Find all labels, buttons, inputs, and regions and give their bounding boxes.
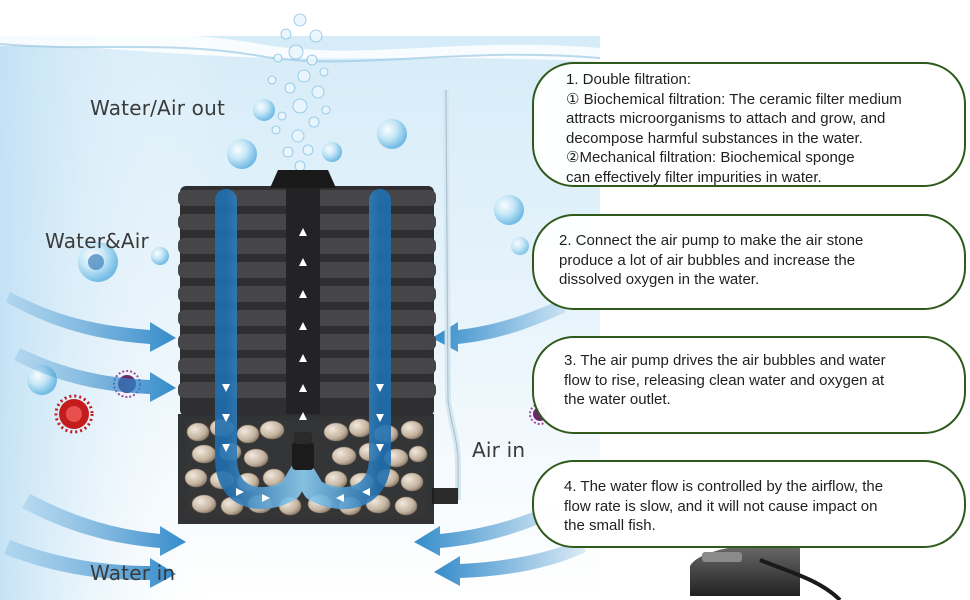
air-pump xyxy=(690,544,842,600)
air-inlet-elbow xyxy=(432,488,458,504)
water-in-label: Water in xyxy=(90,561,176,585)
ceramic-pebbles xyxy=(184,418,428,516)
water-surface xyxy=(0,30,600,62)
callout-air-bubble-flow: 3. The air pump drives the air bubbles a… xyxy=(532,336,966,434)
callout-line: 1. Double filtration: xyxy=(566,71,692,88)
bacteria-icon-red xyxy=(54,394,94,434)
callout-line: decompose harmful substances in the wate… xyxy=(566,129,863,147)
water-and-air-label: Water&Air xyxy=(45,229,149,253)
callout-air-pump-connection: 2. Connect the air pump to make the air … xyxy=(532,214,966,310)
inflow-arrows-left xyxy=(4,292,186,588)
water-air-out-label: Water/Air out xyxy=(90,96,226,120)
inflow-arrows-right xyxy=(414,300,586,586)
callout-line: the water outlet. xyxy=(564,391,671,408)
callout-flow-control: 4. The water flow is controlled by the a… xyxy=(532,460,966,548)
callout-line: can effectively filter impurities in wat… xyxy=(566,168,822,186)
bubble-plume xyxy=(267,13,331,172)
air-in-label: Air in xyxy=(472,438,526,462)
callout-line: 4. The water flow is controlled by the a… xyxy=(564,478,884,495)
bacteria-icon-blue xyxy=(88,254,104,270)
outlet-cap xyxy=(270,170,336,188)
callout-line: attracts microorganisms to attach and gr… xyxy=(566,110,886,127)
callout-line: ① Biochemical filtration: The ceramic fi… xyxy=(566,90,902,108)
callout-line: 2. Connect the air pump to make the air … xyxy=(559,232,864,249)
callout-line: flow to rise, releasing clean water and … xyxy=(564,371,885,389)
flow-direction-arrows xyxy=(222,228,384,502)
air-stone xyxy=(292,432,314,470)
callout-line: ②Mechanical filtration: Biochemical spon… xyxy=(566,149,855,166)
callout-line: produce a lot of air bubbles and increas… xyxy=(559,251,856,269)
callout-line: dissolved oxygen in the water. xyxy=(559,271,760,288)
water-surface-line xyxy=(0,43,601,63)
callout-line: the small fish. xyxy=(564,517,656,534)
floating-bubbles xyxy=(27,99,529,395)
callout-line: flow rate is slow, and it will not cause… xyxy=(564,497,878,515)
callout-double-filtration: 1. Double filtration: ① Biochemical filt… xyxy=(532,62,966,187)
callout-line: 3. The air pump drives the air bubbles a… xyxy=(564,352,886,369)
